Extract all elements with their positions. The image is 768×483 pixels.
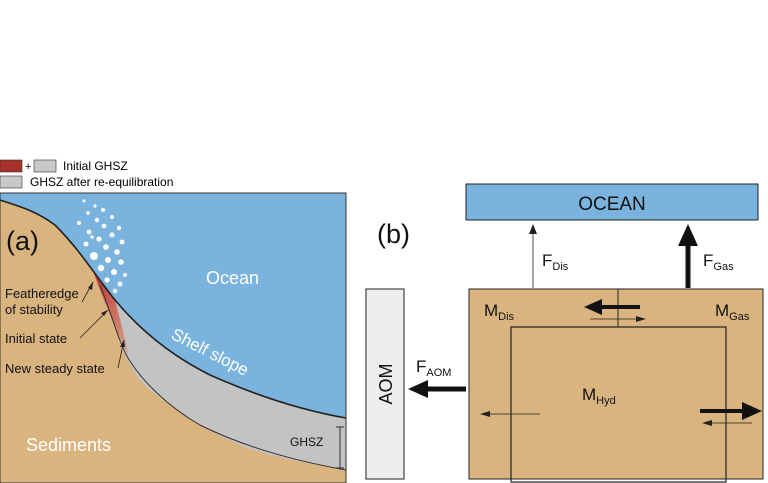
gas-bubbles — [77, 199, 127, 294]
m-dis-label: MDis — [484, 301, 515, 323]
legend-after-label: GHSZ after re-equilibration — [30, 175, 173, 189]
f-dis-label: FDis — [542, 251, 569, 273]
f-gas-label: FGas — [703, 251, 734, 273]
m-gas-label: MGas — [715, 301, 750, 323]
ocean-area — [0, 193, 346, 418]
sediments-label: Sediments — [26, 435, 111, 455]
leader-arrowheads — [88, 282, 125, 347]
gas-to-dis-arrow-head — [584, 299, 602, 315]
dis-to-gas-arrow-head — [636, 316, 646, 322]
ghsz-band — [98, 277, 346, 470]
panel-a: (a) Ocean Shelf slope Sediments GHSZ Fea… — [0, 192, 347, 483]
ghsz-label: GHSZ — [290, 435, 323, 449]
f-aom-arrow-head — [408, 380, 428, 398]
panel-a-tag: (a) — [6, 226, 39, 256]
panel-b-tag: (b) — [377, 219, 410, 249]
ocean-box — [465, 183, 759, 221]
legend-red-swatch — [0, 159, 23, 173]
aom-box-label: AOM — [376, 363, 396, 404]
seafloor-line — [0, 199, 347, 419]
gas-to-hyd-arrow-head — [702, 420, 712, 426]
ocean-label: Ocean — [206, 268, 259, 288]
legend: + Initial GHSZ GHSZ after re-equilibrati… — [0, 159, 173, 189]
ghsz-base-line — [99, 284, 347, 471]
legend-initial-label: Initial GHSZ — [63, 159, 128, 173]
featheredge-label-line1: Featheredge — [5, 286, 79, 301]
f-aom-label: FAOM — [416, 357, 451, 379]
hyd-to-dis-arrow-head — [480, 411, 490, 417]
panel-a-border — [0, 192, 347, 483]
ocean-box-label: OCEAN — [578, 194, 646, 215]
f-dis-arrow-head — [529, 224, 537, 234]
aom-box — [365, 288, 405, 480]
new-state-label: New steady state — [5, 361, 105, 376]
legend-gray-swatch — [33, 159, 57, 173]
m-hyd-label: MHyd — [582, 385, 616, 407]
ghsz-bracket — [336, 426, 344, 469]
initial-state-label: Initial state — [5, 331, 67, 346]
legend-plus: + — [25, 161, 31, 173]
panel-b: (b) OCEAN AOM FDis FGas FAOM MDis MGas M… — [365, 183, 764, 483]
legend-after-swatch — [0, 175, 23, 189]
hyd-to-gas-arrow-head — [742, 402, 762, 420]
f-gas-arrow-head — [678, 224, 698, 246]
sediment-box — [468, 288, 764, 480]
featheredge-label-line2: of stability — [5, 302, 63, 317]
